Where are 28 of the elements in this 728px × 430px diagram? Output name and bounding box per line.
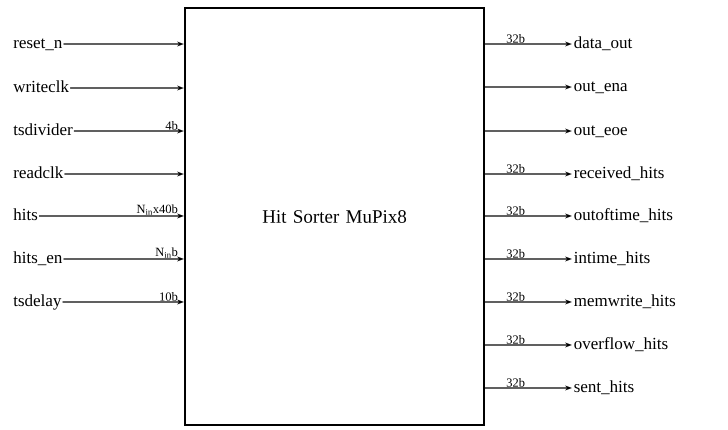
signal-name: hits <box>13 208 38 220</box>
signal-name: intime_hits <box>574 251 650 266</box>
signal-name: out_ena <box>574 81 628 94</box>
edge-label: 32b <box>506 249 524 258</box>
signal-name: tsdivider <box>13 123 73 136</box>
signal-name: memwrite_hits <box>574 294 676 308</box>
edge-label: 32b <box>506 292 524 301</box>
signal-name: hits_en <box>13 251 62 266</box>
signal-name: outoftime_hits <box>574 208 672 222</box>
block-box: Hit Sorter MuPix8 <box>184 7 485 426</box>
signal-name: overflow_hits <box>574 337 668 352</box>
edge-label: 32b <box>506 335 524 344</box>
signal-name: readclk <box>14 166 64 178</box>
signal-name: sent_hits <box>574 380 634 394</box>
edge-label: 32b <box>506 378 524 387</box>
edge-label: N$_{in}$x40b <box>136 204 178 215</box>
edge-label: 32b <box>506 206 524 215</box>
signal-name: data_out <box>574 36 632 50</box>
signal-name: received_hits <box>574 166 664 180</box>
edge-label: 4b <box>166 121 178 130</box>
edge-label: 32b <box>506 164 524 173</box>
edge-label: 10b <box>160 292 178 301</box>
edge-label: 32b <box>506 34 524 43</box>
signal-name: out_eoe <box>574 125 627 138</box>
signal-name: writeclk <box>13 80 69 92</box>
signal-name: tsdelay <box>13 294 62 310</box>
signal-name: reset_n <box>14 38 62 50</box>
edge-label: N$_{in}$b <box>156 247 178 258</box>
